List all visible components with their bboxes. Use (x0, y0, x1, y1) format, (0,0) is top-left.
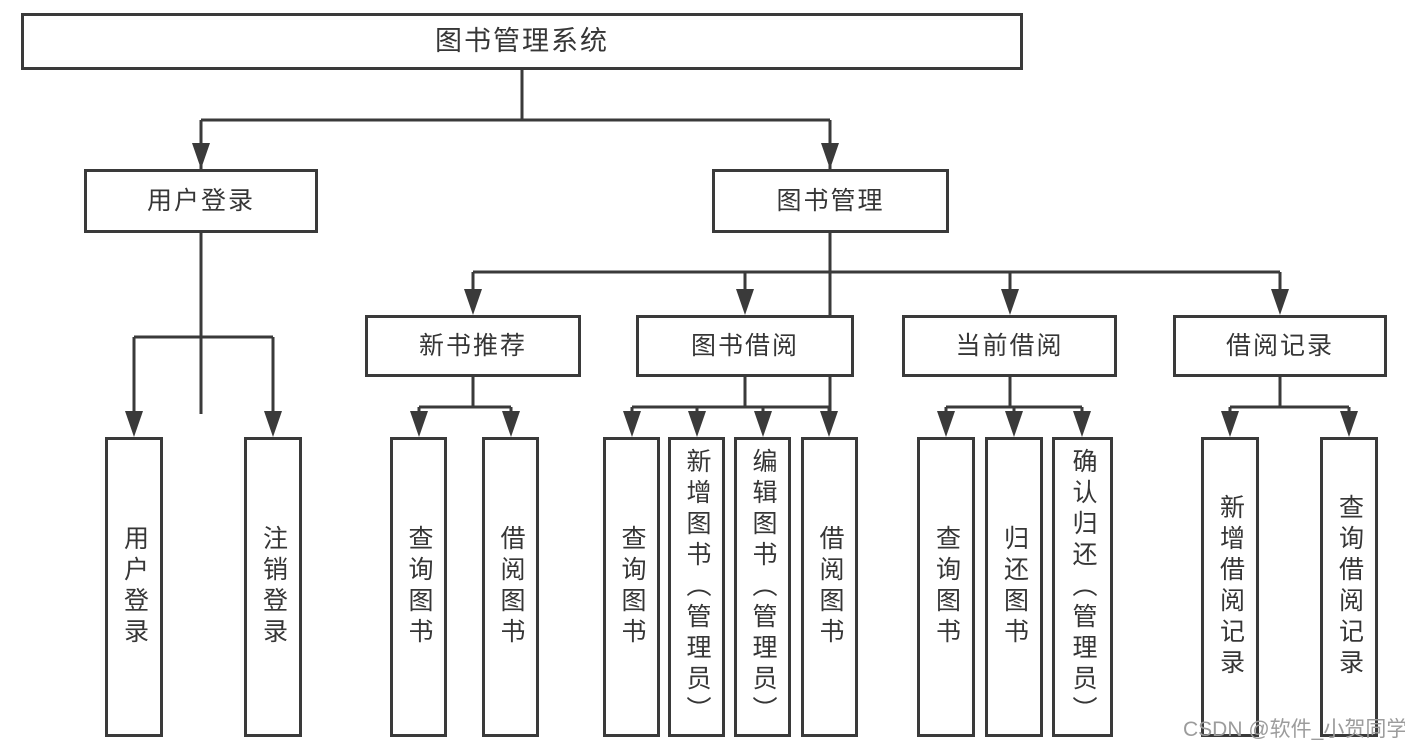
leaf-query-borrow-record: 查询借阅记录 (1320, 437, 1378, 737)
node-root-system: 图书管理系统 (21, 13, 1023, 70)
leaf-return-book-label: 归还图书 (1000, 525, 1029, 649)
leaf-add-book-admin-label: 新增图书（管理员） (683, 447, 711, 727)
leaf-edit-book-admin-label: 编辑图书（管理员） (749, 447, 777, 727)
node-current-borrow: 当前借阅 (902, 315, 1117, 377)
leaf-query-book-2: 查询图书 (603, 437, 660, 737)
leaf-user-login-label: 用户登录 (120, 525, 149, 649)
leaf-logout: 注销登录 (244, 437, 302, 737)
leaf-query-borrow-record-label: 查询借阅记录 (1335, 494, 1364, 680)
connector-book-borrow-children (623, 377, 838, 437)
connector-book-mgmt-children (464, 233, 1289, 315)
connector-borrow-record-children (1221, 377, 1358, 437)
node-book-management-label: 图书管理 (776, 186, 885, 215)
node-book-borrow-label: 图书借阅 (690, 331, 799, 360)
leaf-confirm-return-admin-label: 确认归还（管理员） (1069, 447, 1097, 727)
node-book-borrow: 图书借阅 (636, 315, 854, 377)
node-new-book-recommend-label: 新书推荐 (418, 331, 527, 360)
leaf-logout-label: 注销登录 (259, 525, 288, 649)
leaf-borrow-book-2: 借阅图书 (801, 437, 858, 737)
connector-new-book-children (410, 377, 520, 437)
leaf-query-book-2-label: 查询图书 (618, 525, 646, 649)
leaf-confirm-return-admin: 确认归还（管理员） (1052, 437, 1113, 737)
leaf-user-login: 用户登录 (105, 437, 163, 737)
leaf-query-book-3-label: 查询图书 (932, 525, 961, 649)
leaf-query-book-3: 查询图书 (917, 437, 975, 737)
leaf-borrow-book-1-label: 借阅图书 (497, 525, 525, 649)
leaf-add-book-admin: 新增图书（管理员） (668, 437, 725, 737)
leaf-add-borrow-record: 新增借阅记录 (1201, 437, 1259, 737)
connector-root-to-level2 (192, 70, 839, 414)
leaf-query-book-1-label: 查询图书 (405, 525, 433, 649)
node-borrow-record: 借阅记录 (1173, 315, 1387, 377)
node-book-management: 图书管理 (712, 169, 949, 233)
leaf-borrow-book-2-label: 借阅图书 (816, 525, 844, 649)
node-current-borrow-label: 当前借阅 (955, 331, 1064, 360)
node-user-login-label: 用户登录 (146, 186, 255, 215)
node-root-label: 图书管理系统 (435, 26, 609, 56)
leaf-query-book-1: 查询图书 (390, 437, 447, 737)
node-user-login: 用户登录 (84, 169, 318, 233)
leaf-borrow-book-1: 借阅图书 (482, 437, 539, 737)
leaf-add-borrow-record-label: 新增借阅记录 (1216, 494, 1245, 680)
connector-user-login-children (125, 233, 282, 437)
node-new-book-recommend: 新书推荐 (365, 315, 581, 377)
leaf-return-book: 归还图书 (985, 437, 1043, 737)
csdn-watermark: CSDN @软件_小贺同学 (1183, 718, 1405, 741)
connector-current-borrow-children (937, 377, 1091, 437)
node-borrow-record-label: 借阅记录 (1225, 331, 1334, 360)
leaf-edit-book-admin: 编辑图书（管理员） (734, 437, 791, 737)
